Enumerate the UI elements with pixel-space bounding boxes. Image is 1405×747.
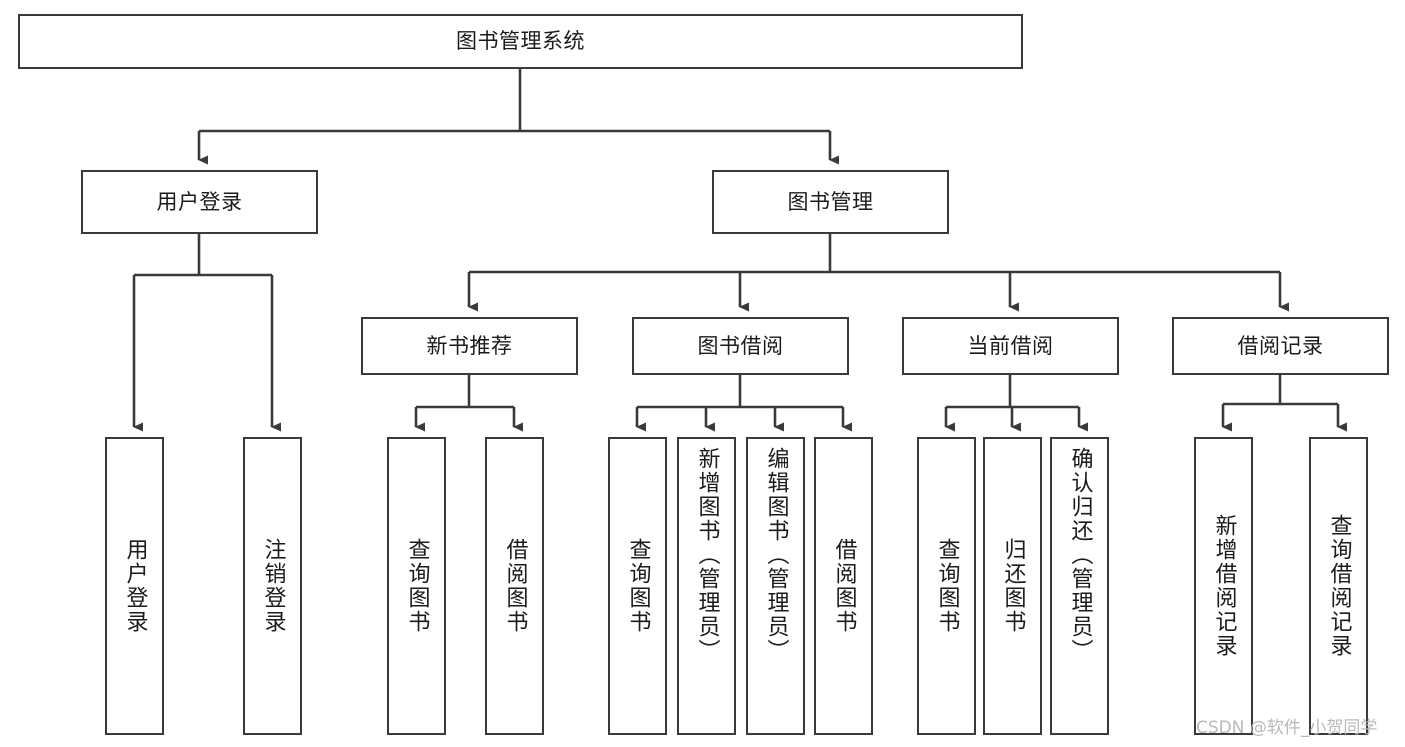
leaf-confirm-return-admin[interactable]: 确认归还（管理员） — [1050, 437, 1109, 735]
node-user-login[interactable]: 用户登录 — [81, 170, 318, 234]
node-borrow-record[interactable]: 借阅记录 — [1172, 317, 1389, 375]
node-label: 新书推荐 — [426, 333, 513, 358]
node-label: 用户登录 — [156, 189, 243, 214]
leaf-return-book[interactable]: 归还图书 — [983, 437, 1042, 735]
leaf-borrow-book[interactable]: 借阅图书 — [814, 437, 873, 735]
leaf-query-book-recommend[interactable]: 查询图书 — [387, 437, 446, 735]
leaf-edit-book-admin[interactable]: 编辑图书（管理员） — [746, 437, 805, 735]
node-label: 借阅图书 — [502, 538, 528, 634]
leaf-add-borrow-record[interactable]: 新增借阅记录 — [1194, 437, 1253, 735]
node-label: 新增借阅记录 — [1211, 514, 1237, 658]
leaf-user-login[interactable]: 用户登录 — [105, 437, 164, 735]
node-label: 确认归还（管理员） — [1067, 447, 1093, 663]
node-label: 归还图书 — [1000, 538, 1026, 634]
node-label: 用户登录 — [122, 538, 148, 634]
node-label: 查询借阅记录 — [1326, 514, 1352, 658]
node-label: 图书借阅 — [697, 333, 784, 358]
node-book-management[interactable]: 图书管理 — [712, 170, 949, 234]
node-label: 图书管理 — [787, 189, 874, 214]
leaf-query-book-borrow[interactable]: 查询图书 — [608, 437, 667, 735]
node-label: 图书管理系统 — [456, 29, 585, 54]
node-book-borrow[interactable]: 图书借阅 — [632, 317, 849, 375]
leaf-borrow-book-recommend[interactable]: 借阅图书 — [485, 437, 544, 735]
node-label: 查询图书 — [404, 538, 430, 634]
node-new-book-recommend[interactable]: 新书推荐 — [361, 317, 578, 375]
leaf-query-borrow-record[interactable]: 查询借阅记录 — [1309, 437, 1368, 735]
leaf-logout[interactable]: 注销登录 — [243, 437, 302, 735]
node-label: 查询图书 — [934, 538, 960, 634]
node-root-system[interactable]: 图书管理系统 — [18, 14, 1023, 69]
node-label: 借阅图书 — [831, 538, 857, 634]
node-label: 借阅记录 — [1237, 333, 1324, 358]
leaf-add-book-admin[interactable]: 新增图书（管理员） — [677, 437, 736, 735]
node-label: 注销登录 — [260, 538, 286, 634]
node-current-borrow[interactable]: 当前借阅 — [902, 317, 1119, 375]
node-label: 新增图书（管理员） — [694, 447, 720, 663]
node-label: 查询图书 — [625, 538, 651, 634]
node-label: 编辑图书（管理员） — [763, 447, 789, 663]
watermark-text: CSDN @软件_小贺同学 — [1196, 718, 1378, 738]
leaf-query-book-current[interactable]: 查询图书 — [917, 437, 976, 735]
node-label: 当前借阅 — [967, 333, 1054, 358]
